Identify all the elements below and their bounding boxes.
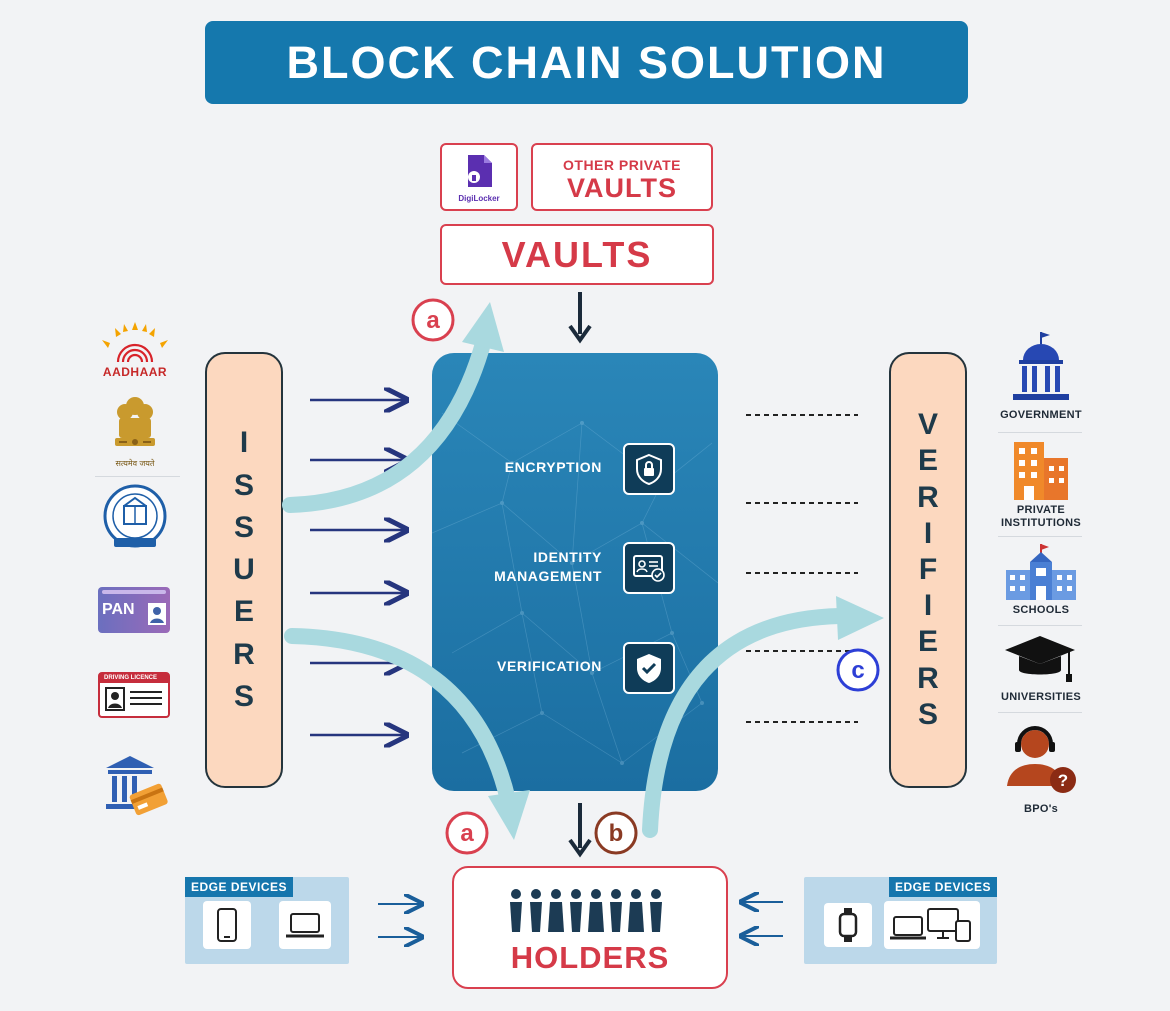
other-private-vaults-box: OTHER PRIVATE VAULTS (531, 143, 713, 211)
issuer-divider (95, 476, 180, 477)
issuers-letter: E (233, 595, 254, 629)
core-to-holders-arrow (568, 803, 592, 858)
issuers-letter: S (233, 679, 254, 713)
universities-label: UNIVERSITIES (1000, 691, 1081, 703)
pan-photo-icon (148, 603, 166, 625)
digilocker-label: DigiLocker (458, 194, 499, 203)
verifiers-letter: E (917, 625, 938, 659)
marker-a-label: a (426, 307, 440, 334)
government-label: GOVERNMENT (1000, 409, 1082, 421)
verifiers-letter: I (923, 516, 933, 550)
laptop-icon (279, 901, 331, 949)
bpo-label: BPO's (1023, 803, 1059, 815)
marker-b-label: b (609, 820, 624, 847)
verifiers-letter: E (917, 444, 938, 478)
school-icon (1002, 542, 1080, 602)
core-to-verifier-connectors (746, 414, 858, 723)
pan-label: PAN (102, 601, 135, 618)
identity-label-line2: MANAGEMENT (494, 568, 602, 584)
edge-left-arrows (378, 904, 420, 937)
marker-a-bottom: a (445, 811, 489, 855)
verifier-divider (998, 432, 1082, 433)
vaults-to-core-arrow (568, 292, 592, 344)
marker-a-top: a (411, 298, 455, 342)
verifiers-letter: R (917, 480, 939, 514)
issuers-letter: S (233, 468, 254, 502)
support-agent-icon: ? (1003, 720, 1081, 800)
verifiers-letter: I (923, 589, 933, 623)
people-group-icon (510, 889, 662, 932)
shield-lock-icon (623, 443, 675, 495)
marker-c: c (836, 648, 880, 692)
verification-label: VERIFICATION (497, 658, 602, 674)
edge-devices-left: EDGE DEVICES (185, 877, 349, 964)
pan-card-icon: PAN (98, 587, 170, 633)
issuer-to-vault-flow-arrow (282, 302, 504, 513)
verifier-divider (998, 536, 1082, 537)
verifiers-pill: V E R I F I E R S (889, 352, 967, 788)
marker-a-label: a (460, 820, 474, 847)
office-building-icon (1010, 438, 1072, 502)
driving-licence-label: DRIVING LICENCE (100, 674, 168, 683)
digilocker-vault: DigiLocker (440, 143, 518, 211)
aadhaar-logo: AADHAAR (90, 318, 180, 380)
issuers-pill: I S S U E R S (205, 352, 283, 788)
marker-c-label: c (851, 657, 864, 684)
verifiers-letter: F (918, 552, 938, 586)
smartwatch-icon (824, 903, 872, 947)
graduation-cap-icon (1003, 630, 1077, 688)
issuer-to-holder-flow-arrow (284, 628, 530, 840)
issuers-letter: R (233, 637, 255, 671)
institutions-label: INSTITUTIONS (1001, 517, 1081, 529)
edge-devices-left-label: EDGE DEVICES (185, 877, 294, 897)
holders-box: HOLDERS (452, 866, 728, 989)
holders-label: HOLDERS (510, 940, 670, 975)
digilocker-logo: DigiLocker (458, 155, 500, 203)
pan-card-stripe (102, 590, 166, 594)
issuer-to-core-arrows (310, 400, 404, 735)
verifier-divider (998, 625, 1082, 626)
other-private-label: OTHER PRIVATE (563, 157, 681, 173)
holder-to-verifier-flow-arrow (642, 596, 884, 838)
private-institutions-label: PRIVATE INSTITUTIONS (993, 504, 1089, 530)
encryption-label: ENCRYPTION (504, 459, 602, 475)
identity-label-line1: IDENTITY (533, 549, 602, 565)
aadhaar-label: AADHAAR (102, 365, 168, 379)
driving-licence-icon: DRIVING LICENCE (98, 672, 170, 718)
edge-devices-right: EDGE DEVICES (804, 877, 997, 964)
emblem-motto: सत्यमेव जयते (115, 459, 155, 468)
bank-card-icon (100, 750, 170, 820)
government-building-icon (1005, 330, 1077, 406)
vaults-box: VAULTS (440, 224, 714, 285)
page-title: BLOCK CHAIN SOLUTION (205, 21, 968, 104)
cbse-seal (100, 482, 170, 554)
verifiers-letter: S (917, 697, 938, 731)
issuers-letter: I (239, 426, 249, 460)
smartphone-icon (203, 901, 251, 949)
edge-right-arrows (743, 902, 783, 936)
issuers-letter: S (233, 510, 254, 544)
licence-details-icon (105, 687, 162, 711)
schools-label: SCHOOLS (1012, 604, 1070, 616)
national-emblem: सत्यमेव जयते (105, 392, 165, 472)
svg-text:?: ? (1058, 771, 1068, 790)
other-vaults-label: VAULTS (567, 173, 677, 203)
edge-devices-right-label: EDGE DEVICES (888, 877, 997, 897)
multi-device-icon (884, 901, 980, 949)
verifier-divider (998, 712, 1082, 713)
verifiers-letter: R (917, 661, 939, 695)
marker-b: b (594, 811, 638, 855)
identity-management-label: IDENTITY MANAGEMENT (462, 548, 602, 586)
private-label: PRIVATE (1016, 504, 1066, 516)
verifiers-letter: V (917, 408, 938, 442)
id-card-check-icon (623, 542, 675, 594)
shield-check-icon (623, 642, 675, 694)
issuers-letter: U (233, 553, 255, 586)
